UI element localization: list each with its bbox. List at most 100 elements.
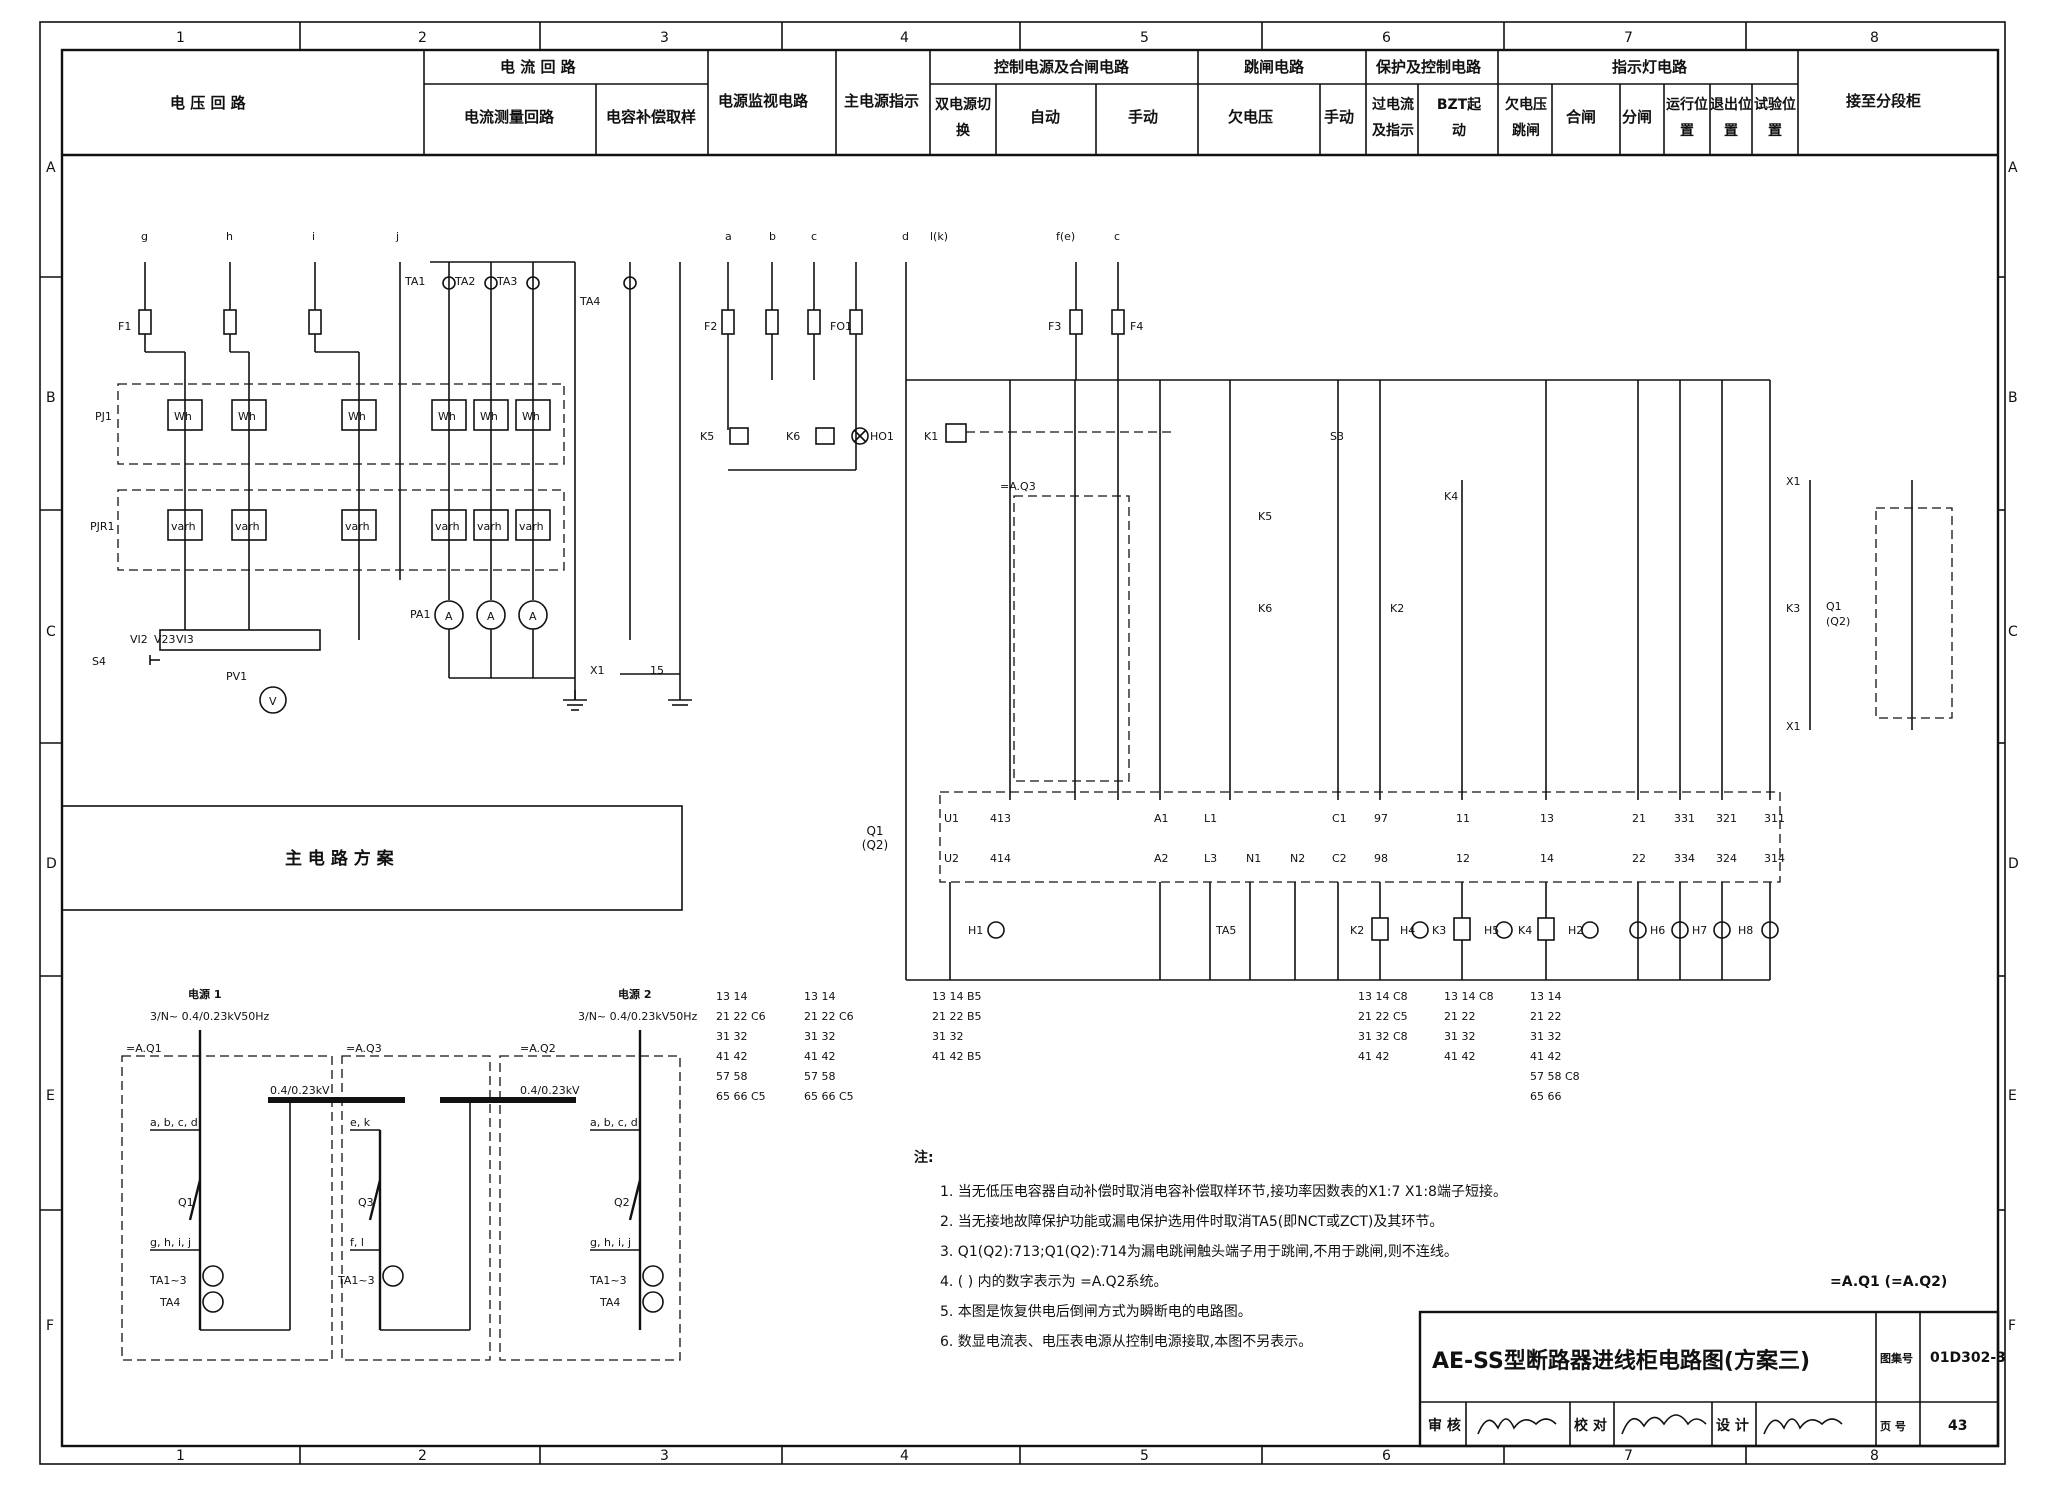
svg-text:31 32: 31 32 (804, 1030, 836, 1043)
svg-text:C2: C2 (1332, 852, 1347, 865)
svg-text:57 58: 57 58 (716, 1070, 748, 1083)
svg-text:15: 15 (650, 664, 664, 677)
svg-text:TA1: TA1 (404, 275, 425, 288)
header-protection: 保护及控制电路 (1375, 58, 1482, 76)
relay-K1 (945, 423, 967, 443)
fuse-F-h (223, 309, 237, 335)
zone-row-C-right: C (2008, 624, 2018, 640)
atlas-number: 01D302-3 (1930, 1350, 2006, 1366)
inner-frame (60, 48, 2000, 1448)
svg-text:c: c (811, 230, 817, 243)
svg-text:l(k): l(k) (930, 230, 948, 243)
zone-col-5-bottom: 5 (1140, 1448, 1149, 1464)
svg-text:H4: H4 (1400, 924, 1415, 937)
header-indicator-lamp: 指示灯电路 (1612, 58, 1688, 76)
svg-text:K3: K3 (1786, 602, 1800, 615)
AQ2-box (499, 1055, 681, 1361)
section-Q1-box (1875, 507, 1953, 719)
svg-text:f(e): f(e) (1056, 230, 1075, 243)
svg-text:a, b, c, d: a, b, c, d (150, 1116, 198, 1129)
svg-text:TA2: TA2 (454, 275, 475, 288)
svg-text:K2: K2 (1350, 924, 1364, 937)
svg-text:X1: X1 (1786, 720, 1801, 733)
svg-text:334: 334 (1674, 852, 1695, 865)
check-label: 校 对 (1574, 1417, 1607, 1434)
svg-text:U1: U1 (944, 812, 959, 825)
zone-row-F-left: F (46, 1318, 54, 1334)
AQ3-group (1013, 495, 1130, 782)
svg-text:varh: varh (235, 520, 260, 533)
svg-text:H6: H6 (1650, 924, 1665, 937)
svg-text:TA4: TA4 (599, 1296, 620, 1309)
svg-text:41 42: 41 42 (804, 1050, 836, 1063)
header-opening: 分闸 (1622, 108, 1652, 126)
svg-text:K6: K6 (1258, 602, 1272, 615)
zone-row-E-left: E (46, 1088, 55, 1104)
note-4: 4. ( ) 内的数字表示为 =A.Q2系统。 (940, 1274, 1168, 1290)
power-monitor-circuit (721, 262, 907, 980)
fuse-F1 (138, 309, 152, 335)
svg-text:g, h, i, j: g, h, i, j (590, 1236, 631, 1249)
svg-text:PJ1: PJ1 (95, 410, 112, 423)
note-2: 2. 当无接地故障保护功能或漏电保护选用件时取消TA5(即NCT或ZCT)及其环… (940, 1213, 1443, 1230)
AQ1-box (121, 1055, 333, 1361)
svg-text:Wh: Wh (522, 410, 540, 423)
svg-text:21 22: 21 22 (1530, 1010, 1562, 1023)
source1-spec: 3/N~ 0.4/0.23kV50Hz (150, 1010, 270, 1023)
header-current-measure: 电流测量回路 (464, 108, 555, 126)
svg-text:PV1: PV1 (226, 670, 247, 683)
zone-row-B-right: B (2008, 390, 2018, 406)
signature-design (1763, 1418, 1843, 1435)
svg-text:F1: F1 (118, 320, 131, 333)
svg-text:Wh: Wh (238, 410, 256, 423)
title-block (1418, 1310, 2000, 1448)
svg-text:FO1: FO1 (830, 320, 852, 333)
svg-text:21 22 C6: 21 22 C6 (716, 1010, 766, 1023)
header-overcurrent: 过电流及指示 (1372, 97, 1414, 139)
svg-text:324: 324 (1716, 852, 1737, 865)
svg-text:V: V (269, 695, 277, 708)
svg-text:Wh: Wh (348, 410, 366, 423)
svg-text:j: j (395, 230, 399, 243)
svg-text:41 42 B5: 41 42 B5 (932, 1050, 982, 1063)
svg-text:41 42: 41 42 (716, 1050, 748, 1063)
svg-text:A2: A2 (1154, 852, 1169, 865)
note-5: 5. 本图是恢复供电后倒闸方式为瞬断电的电路图。 (940, 1303, 1252, 1320)
header-current-loop: 电 流 回 路 (500, 58, 577, 76)
svg-text:331: 331 (1674, 812, 1695, 825)
notes-title: 注: (914, 1149, 934, 1166)
zone-row-A-right: A (2008, 160, 2018, 176)
notes: 注: 1. 当无低压电容器自动补偿时取消电容补偿取样环节,接功率因数表的X1:7… (914, 1149, 1507, 1350)
svg-text:varh: varh (171, 520, 196, 533)
header-capacitor-sampling: 电容补偿取样 (606, 108, 696, 126)
svg-text:Wh: Wh (174, 410, 192, 423)
svg-text:C1: C1 (1332, 812, 1347, 825)
svg-text:321: 321 (1716, 812, 1737, 825)
svg-text:K4: K4 (1518, 924, 1532, 937)
svg-text:Wh: Wh (438, 410, 456, 423)
svg-text:varh: varh (519, 520, 544, 533)
svg-text:N1: N1 (1246, 852, 1261, 865)
svg-text:Q1: Q1 (1826, 600, 1842, 613)
zone-col-8-bottom: 8 (1870, 1448, 1879, 1464)
drawing-title: AE-SS型断路器进线柜电路图(方案三) (1432, 1348, 1810, 1374)
svg-text:K2: K2 (1390, 602, 1404, 615)
main-circuit-label: 主 电 路 方 案 (285, 848, 395, 869)
header-test-pos: 试验位置 (1754, 97, 1796, 139)
svg-text:21: 21 (1632, 812, 1646, 825)
svg-text:h: h (226, 230, 233, 243)
svg-text:98: 98 (1374, 852, 1388, 865)
svg-text:314: 314 (1764, 852, 1785, 865)
bus-voltage-right: 0.4/0.23kV (520, 1084, 580, 1097)
svg-text:413: 413 (990, 812, 1011, 825)
header-exit-pos: 退出位置 (1710, 97, 1752, 139)
svg-text:H7: H7 (1692, 924, 1707, 937)
svg-text:H2: H2 (1568, 924, 1583, 937)
svg-text:L1: L1 (1204, 812, 1217, 825)
svg-text:a: a (725, 230, 732, 243)
svg-text:TA1~3: TA1~3 (337, 1274, 375, 1287)
Q1-terminal-box (939, 791, 1781, 883)
svg-text:A: A (487, 610, 495, 623)
